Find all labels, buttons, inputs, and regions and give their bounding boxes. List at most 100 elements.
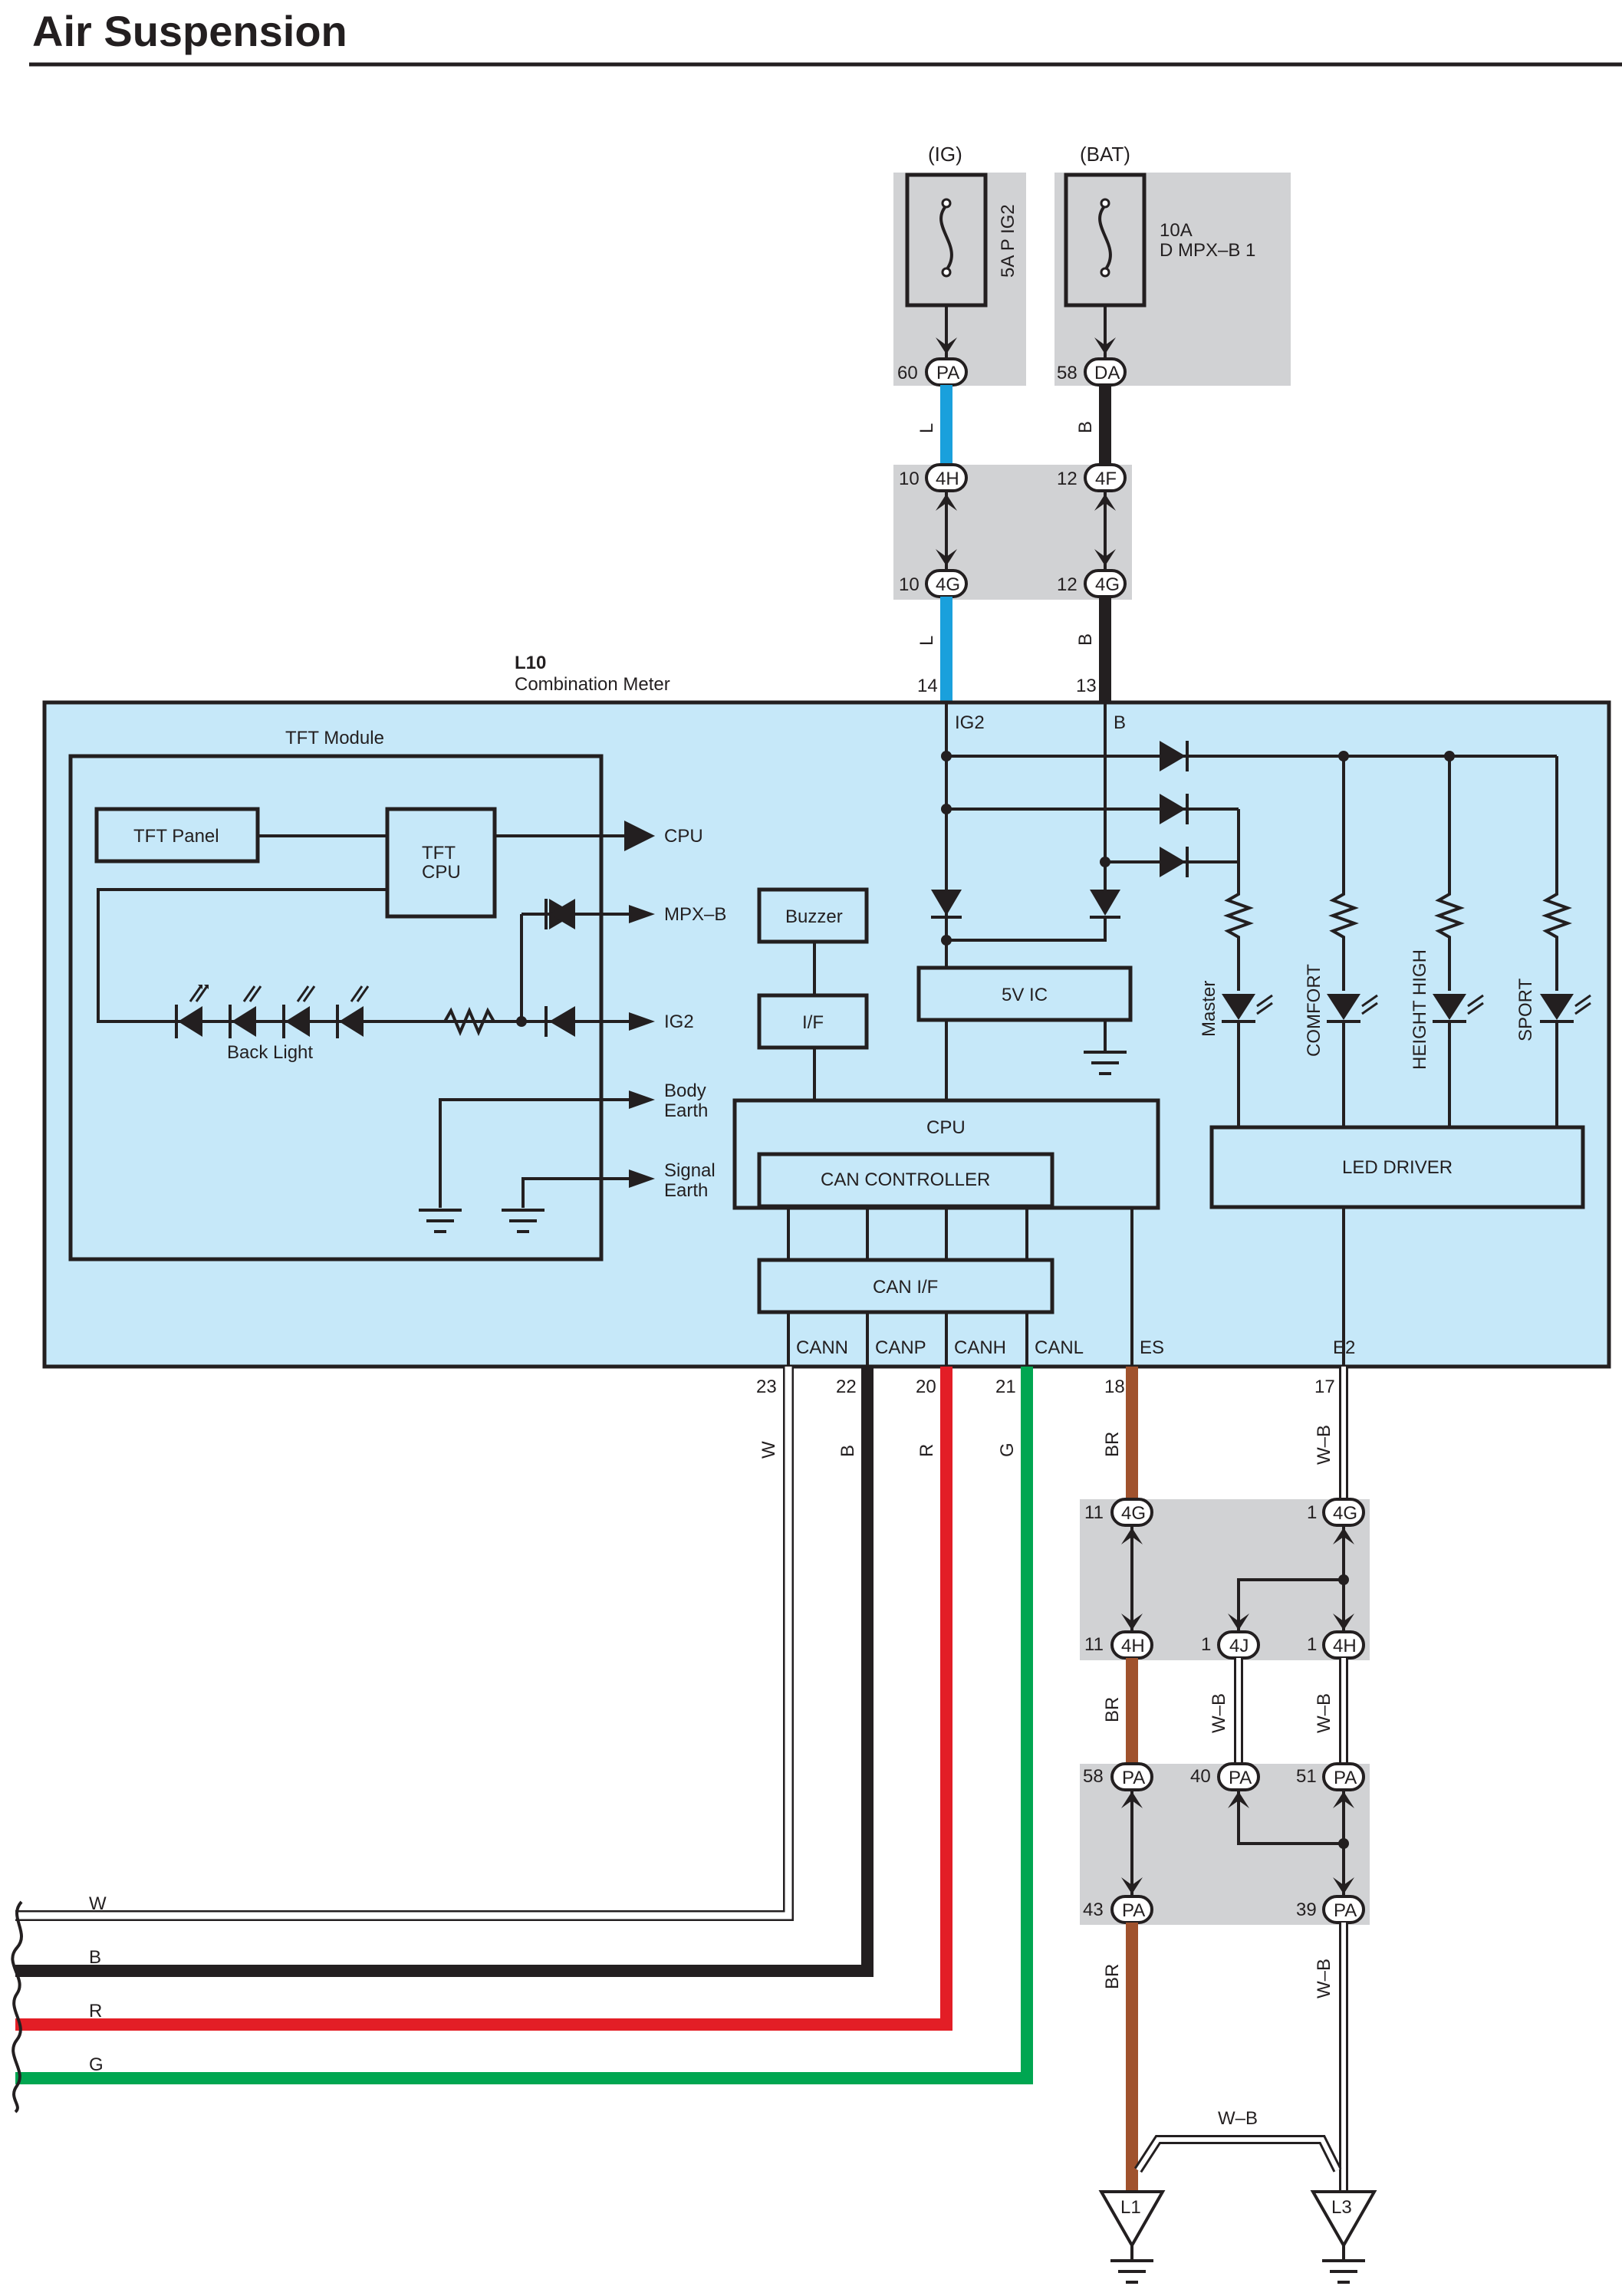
pin-12-a: 12 (1057, 469, 1077, 489)
pin-20: 20 (916, 1377, 936, 1397)
wire-label-r: R (916, 1444, 937, 1457)
pin-51: 51 (1296, 1766, 1317, 1787)
diode-mpxb-icon (549, 899, 575, 929)
can-controller (757, 1152, 1054, 1209)
wire-w (15, 1367, 792, 1919)
term-cann: CANN (796, 1337, 848, 1358)
led-driver (1209, 1125, 1585, 1209)
pin-39: 39 (1296, 1900, 1317, 1920)
ground-l3-label: L3 (1331, 2197, 1352, 2218)
connector-4f: 4F (1095, 469, 1117, 489)
pin-22: 22 (836, 1377, 857, 1397)
pin-13: 13 (1076, 676, 1097, 696)
fuse-ig-element-icon (939, 204, 953, 271)
wire-label-b-1: B (1075, 421, 1096, 433)
pin-1-b: 1 (1201, 1634, 1211, 1655)
pin-17: 17 (1314, 1377, 1335, 1397)
ground-l1: L1 (1098, 2190, 1166, 2284)
resistor-backlight-icon (429, 1006, 521, 1037)
led-sport: SPORT (1515, 978, 1536, 1041)
out-signal-1: Signal (664, 1160, 716, 1181)
bottom-wiring: 23 22 20 21 18 17 W B R G W B R G BR W–B (11, 1367, 1377, 2284)
wire-end-r: R (89, 2001, 102, 2021)
combination-meter: IG2 B TFT Module TFT Panel TFT CPU CPU M… (42, 700, 1611, 1369)
tft-cpu-label-2: CPU (422, 862, 461, 883)
backlight-leds (175, 985, 370, 1038)
back-light-label: Back Light (227, 1042, 313, 1063)
led-icon (1540, 994, 1591, 1023)
led-resistors (1223, 890, 1572, 991)
wire-label-br-1: BR (1102, 1432, 1123, 1457)
led-icon (229, 985, 262, 1038)
diode-icon (1160, 741, 1189, 771)
pin-58-b: 58 (1083, 1766, 1104, 1787)
fuse-box-ig (893, 173, 1026, 386)
wire-label-wb-4: W–B (1314, 1959, 1334, 1998)
wire-b-can (15, 1367, 874, 1977)
pin-12-b: 12 (1057, 574, 1077, 595)
ic-5v (916, 965, 1133, 1022)
term-es: ES (1140, 1337, 1164, 1358)
led-master: Master (1199, 981, 1219, 1037)
fuse-bat-name: D MPX–B 1 (1160, 240, 1255, 261)
term-canp: CANP (875, 1337, 926, 1358)
wire-r (15, 1367, 952, 2031)
wire-label-b-can: B (837, 1445, 858, 1457)
pin-1-c: 1 (1307, 1634, 1317, 1655)
connector-da-label: DA (1094, 363, 1120, 383)
wire-end-g: G (89, 2054, 104, 2075)
wire-wb-cross (1136, 2137, 1340, 2172)
pin-23: 23 (756, 1377, 777, 1397)
pin-10-b: 10 (899, 574, 920, 595)
tft-module-label: TFT Module (285, 728, 384, 748)
diode-icon (1160, 847, 1189, 877)
diode-icon (1160, 794, 1189, 824)
out-cpu: CPU (664, 826, 703, 847)
wire-break-icon (11, 1900, 23, 2113)
led-driver-label: LED DRIVER (1342, 1157, 1453, 1178)
can-if-label: CAN I/F (873, 1277, 938, 1298)
tft-cpu-label-1: TFT (422, 843, 456, 863)
wire-label-wb-2: W–B (1209, 1693, 1229, 1733)
pin-11-b: 11 (1084, 1634, 1104, 1655)
page-title: Air Suspension (32, 7, 347, 55)
meter-body (42, 700, 1611, 1369)
term-b: B (1114, 712, 1126, 733)
diode-icon (931, 890, 962, 919)
bat-label: (BAT) (1080, 143, 1130, 166)
meter-id: L10 (515, 653, 546, 673)
term-ig2: IG2 (955, 712, 985, 733)
wire-label-br-3: BR (1102, 1964, 1123, 1989)
connector-pa-40: PA (1229, 1768, 1252, 1788)
wire-end-b: B (89, 1947, 101, 1968)
fuse-ig-label: 5A P IG2 (998, 204, 1018, 278)
wire-label-wb-1: W–B (1314, 1425, 1334, 1465)
pin-43: 43 (1083, 1900, 1104, 1920)
wire-label-wb-3: W–B (1314, 1693, 1334, 1733)
wire-label-w: W (758, 1441, 779, 1459)
tft-module (68, 754, 604, 1261)
wire-label-l-1: L (916, 423, 937, 433)
fuse-box-bat (1054, 173, 1291, 386)
fuse-bat-element-icon (1098, 204, 1112, 271)
if-label: I/F (802, 1012, 824, 1033)
can-if (757, 1258, 1054, 1314)
pin-60: 60 (897, 363, 918, 383)
wire-label-g: G (997, 1442, 1018, 1457)
out-body-1: Body (664, 1081, 706, 1101)
wire-label-b-2: B (1075, 633, 1096, 646)
ground-icon (502, 1209, 545, 1233)
ic-5v-label: 5V IC (1002, 985, 1048, 1005)
ig-label: (IG) (928, 143, 962, 166)
pin-1-a: 1 (1307, 1502, 1317, 1523)
led-icon (282, 985, 316, 1038)
ground-l1-label: L1 (1120, 2197, 1141, 2218)
wire-label-wb-cross: W–B (1218, 2108, 1258, 2129)
connector-pa-58: PA (1122, 1768, 1145, 1788)
wire-end-w: W (89, 1893, 107, 1914)
diode-ig2-icon (549, 1006, 575, 1037)
term-canh: CANH (954, 1337, 1006, 1358)
connector-4j: 4J (1229, 1636, 1249, 1656)
connector-pa-39: PA (1334, 1900, 1357, 1921)
